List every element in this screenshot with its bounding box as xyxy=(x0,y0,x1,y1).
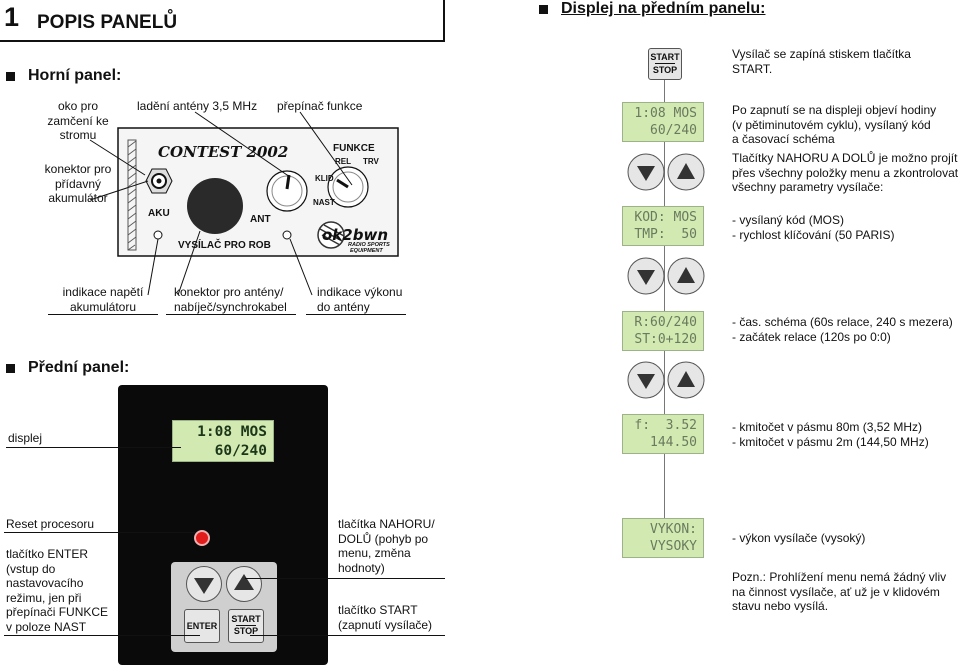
reset-line xyxy=(4,532,196,533)
col-start-stop-divider xyxy=(655,63,675,64)
aku-label: AKU xyxy=(148,208,170,219)
front-arrow-icons xyxy=(194,574,254,594)
bullet-icon xyxy=(539,5,548,14)
label-start: tlačítko START (zapnutí vysílače) xyxy=(338,603,433,632)
device-name: VYSÍLAČ PRO ROB xyxy=(178,240,271,251)
desc-power-on: Po zapnutí se na displeji objeví hodiny … xyxy=(732,103,937,146)
start-line xyxy=(250,635,445,636)
label-updown: tlačítka NAHORU/ DOLŮ (pohyb po menu, zm… xyxy=(338,517,435,575)
screen-1: 1:08 MOS 60/240 xyxy=(622,102,704,142)
screen-3: R:60/240 ST:0+120 xyxy=(622,311,704,351)
desc-frequency: - kmitočet v pásmu 80m (3,52 MHz) - kmit… xyxy=(732,420,929,449)
label-displej: displej xyxy=(8,431,43,445)
label-battery-indicator: indikace napětí akumulátoru xyxy=(62,285,144,314)
klid-label: KLID xyxy=(315,174,334,183)
label-antenna-connector: konektor pro antény/ nabíječ/synchrokabe… xyxy=(174,285,287,314)
header-rule xyxy=(0,40,445,42)
desc-note: Pozn.: Prohlížení menu nemá žádný vliv n… xyxy=(732,570,947,613)
brand-logo: ok2bwn xyxy=(322,226,388,244)
ant-label: ANT xyxy=(250,214,271,225)
enter-button[interactable] xyxy=(184,609,220,643)
top-panel-device xyxy=(89,111,399,296)
underline xyxy=(306,314,406,315)
start-stop-button[interactable] xyxy=(228,609,264,643)
screen-4: f: 3.52 144.50 xyxy=(622,414,704,454)
arrow-pair-3 xyxy=(627,361,705,399)
desc-start: Vysílač se zapíná stiskem tlačítka START… xyxy=(732,47,911,76)
label-connector: konektor pro přídavný akumulátor xyxy=(44,162,112,205)
screen-5: VYKON: VYSOKY xyxy=(622,518,704,558)
section-front-panel: Přední panel: xyxy=(28,359,130,376)
down-button[interactable] xyxy=(186,566,222,602)
trv-label: TRV xyxy=(363,157,379,166)
arrow-pair-2 xyxy=(627,257,705,295)
section-display: Displej na předním panelu: xyxy=(561,0,766,17)
device-title: CONTEST 2002 xyxy=(158,143,289,161)
funkce-label: FUNKCE xyxy=(333,143,375,154)
brand-sub1: RADIO SPORTS xyxy=(348,242,390,248)
chapter-number: 1 xyxy=(4,2,20,32)
start-label: START xyxy=(231,614,261,624)
front-lcd: 1:08 MOS 60/240 xyxy=(172,420,274,462)
underline xyxy=(48,314,158,315)
label-eye: oko pro zamčení ke stromu xyxy=(47,99,109,142)
label-power-indicator: indikace výkonu do antény xyxy=(317,285,403,314)
desc-navigate: Tlačítky NAHORU A DOLŮ je možno projít p… xyxy=(732,151,959,194)
enter-label: ENTER xyxy=(186,621,218,631)
front-panel-device: 1:08 MOS 60/240 ENTER START STOP xyxy=(118,385,328,665)
arrow-buttons-column[interactable] xyxy=(620,150,710,410)
displej-line xyxy=(6,447,181,448)
col-stop-label: STOP xyxy=(652,65,678,75)
desc-power: - výkon vysílače (vysoký) xyxy=(732,531,866,545)
start-stop-divider xyxy=(236,625,256,626)
header-divider xyxy=(443,0,445,42)
desc-code: - vysílaný kód (MOS) - rychlost klíčován… xyxy=(732,213,895,242)
section-top-panel: Horní panel: xyxy=(28,67,122,84)
label-reset: Reset procesoru xyxy=(6,517,95,531)
rel-label: REL xyxy=(335,157,351,166)
chapter-title: POPIS PANELŮ xyxy=(37,12,178,33)
updown-line xyxy=(245,578,445,579)
desc-timing: - čas. schéma (60s relace, 240 s mezera)… xyxy=(732,315,953,344)
nast-label: NAST xyxy=(313,198,335,207)
arrow-pair-1 xyxy=(627,153,705,191)
enter-line xyxy=(4,635,200,636)
screen-2: KOD: MOS TMP: 50 xyxy=(622,206,704,246)
underline xyxy=(166,314,296,315)
label-switch: přepínač funkce xyxy=(277,99,363,113)
reset-led-icon[interactable] xyxy=(194,530,210,546)
label-enter: tlačítko ENTER (vstup do nastavovacího r… xyxy=(6,547,109,634)
bullet-icon xyxy=(6,364,15,373)
stop-label: STOP xyxy=(233,626,259,636)
label-tuning: ladění antény 3,5 MHz xyxy=(137,99,258,113)
brand-sub2: EQUIPMENT xyxy=(350,248,383,254)
bullet-icon xyxy=(6,72,15,81)
col-start-stop-button[interactable] xyxy=(648,48,682,80)
column-vline xyxy=(664,80,665,520)
col-start-label: START xyxy=(650,52,680,62)
